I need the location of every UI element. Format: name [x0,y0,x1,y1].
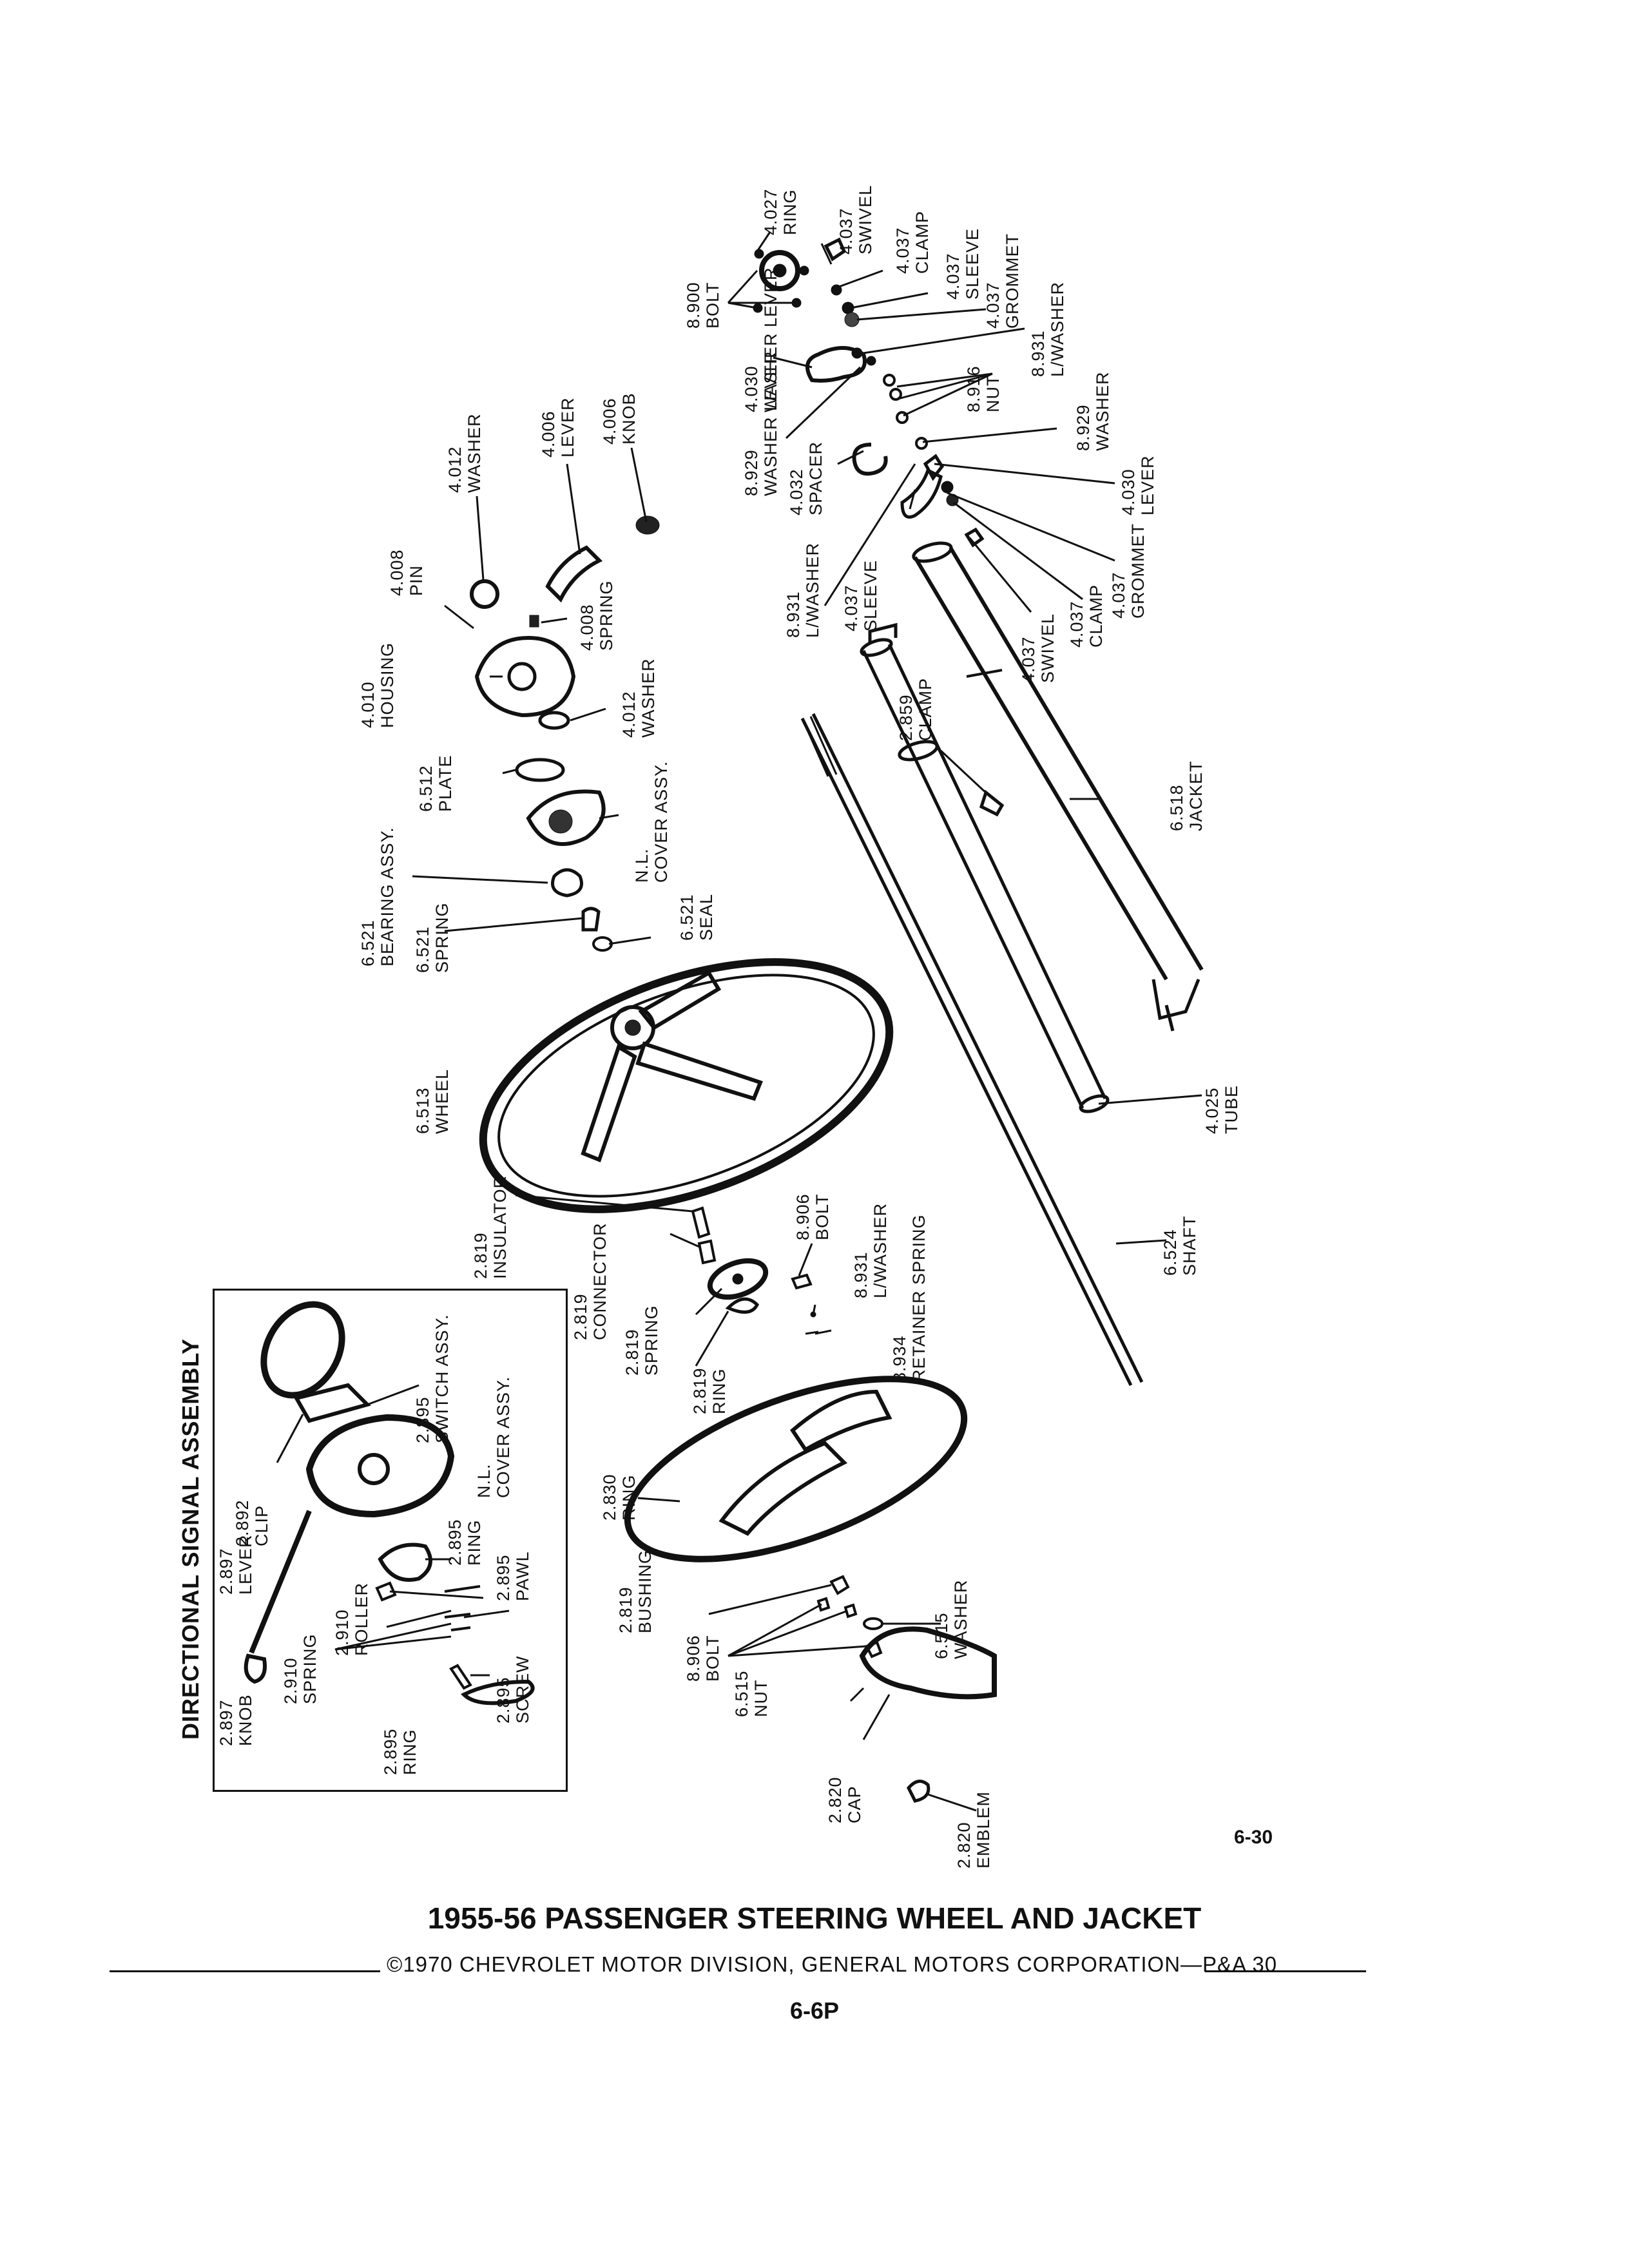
callout-6-512-plate: 6.512PLATE [416,754,455,812]
callout-4-037-clamp: 4.037CLAMP [893,211,932,274]
callout-6-515-nut: 6.515NUT [732,1670,771,1717]
callout-4-037-sleeve: 4.037SLEEVE [943,228,982,300]
callout-8-929-washer: 8.929WASHER [1074,371,1112,451]
horn-ring [624,1376,968,1562]
callout-4-006-lever: 4.006LEVER [539,397,577,457]
horn-cap-parts [816,1575,997,1803]
callout-2-897-knob: 2.897KNOB [217,1694,255,1746]
part-callouts: 4.027RING 4.037SWIVEL 4.037CLAMP 4.037SL… [358,185,1241,1869]
callout-2-895-pawl: 2.895PAWL [494,1551,532,1601]
callout-6-521-seal: 6.521SEAL [677,894,716,941]
steering-jacket [912,541,1204,1032]
copyright-line: ©1970 CHEVROLET MOTOR DIVISION, GENERAL … [110,1952,1366,1984]
callout-4-025-tube: 4.025TUBE [1202,1085,1241,1134]
inner-tube [860,622,1110,1113]
callout-2-819-connector: 2.819CONNECTOR [571,1222,610,1340]
callout-4-030-washer-lever: 4.030WASHER LEVER [742,267,780,412]
callout-4-037-sleeve-mid: 4.037SLEEVE [842,560,880,631]
right-rule [1205,1970,1366,1972]
callout-4-037-grommet-mid: 4.037GROMMET [1109,523,1148,619]
callout-8-900-bolt: 8.900BOLT [684,282,722,329]
callout-4-037-swivel: 4.037SWIVEL [836,185,875,255]
leader-lines [276,231,1202,1812]
column-head-parts [470,515,660,952]
callout-2-819-spring: 2.819SPRING [622,1305,661,1376]
callout-2-859-clamp: 2.859CLAMP [896,678,935,741]
inset-callouts: DIRECTIONAL SIGNAL ASSEMBLY 2.895SWITCH … [177,1314,532,1775]
inset-title: DIRECTIONAL SIGNAL ASSEMBLY [177,1338,204,1740]
callout-2-820-cap: 2.820CAP [825,1776,864,1823]
callout-2-895-screw: 2.895SCREW [494,1656,532,1724]
callout-4-012-washer-bottom: 4.012WASHER [619,658,658,738]
callout-2-895-ring-upper: 2.895RING [445,1519,484,1566]
horn-contact-parts [691,1206,819,1335]
callout-2-819-insulator: 2.819INSULATOR [471,1175,510,1279]
directional-signal-inset-frame [213,1289,568,1792]
callout-6-521-spring: 6.521SPRING [413,902,452,973]
callout-8-931-lwasher: 8.931L/WASHER [1028,282,1067,377]
callout-8-929-washer-lever: 8.929WASHER LEVER [742,351,780,496]
callout-2-820-emblem: 2.820EMBLEM [954,1791,993,1869]
callout-8-906-bolt-upper: 8.906BOLT [793,1193,832,1240]
callout-8-931-lwasher-mid: 8.931L/WASHER [784,543,822,638]
callout-4-012-washer-top: 4.012WASHER [445,413,484,493]
callout-8-931-lwasher-lower: 8.931L/WASHER [851,1203,890,1298]
callout-nl-cover-assy-inset: N.L.COVER ASSY. [474,1376,513,1498]
callout-2-895-switch-assy: 2.895SWITCH ASSY. [413,1314,452,1443]
left-rule [110,1970,380,1972]
callout-4-030-lever: 4.030LEVER [1119,455,1157,515]
part-drawings [244,237,1204,1803]
callout-4-010-housing: 4.010HOUSING [358,642,397,728]
callout-2-830-ring: 2.830RING [600,1474,639,1521]
callout-2-819-bushing: 2.819BUSHING [616,1550,655,1633]
callout-4-037-grommet: 4.037GROMMET [983,233,1022,329]
callout-4-037-swivel-mid: 4.037SWIVEL [1019,613,1057,683]
page-title: 1955-56 PASSENGER STEERING WHEEL AND JAC… [427,1901,1202,1935]
callout-2-819-ring: 2.819RING [690,1367,729,1414]
gearshift-linkage-parts [753,237,985,548]
callout-6-521-bearing-assy: 6.521BEARING ASSY. [358,827,397,966]
callout-8-906-bolt-lower: 8.906BOLT [684,1635,722,1682]
callout-8-934-retainer-spring: 8.934RETAINER SPRING [890,1214,929,1382]
callout-2-895-ring-lower: 2.895RING [381,1728,419,1775]
callout-2-892-clip: 2.892CLIP [233,1499,271,1546]
callout-2-910-spring: 2.910SPRING [281,1633,320,1704]
callout-nl-cover-assy: N.L.COVER ASSY. [632,761,671,883]
page-number: 6-6P [789,1997,840,2024]
callout-4-032-spacer: 4.032SPACER [787,441,825,515]
callout-6-515-washer: 6.515WASHER [932,1579,970,1659]
steering-wheel [479,958,894,1213]
callout-2-897-lever: 2.897LEVER [217,1534,255,1595]
callout-4-008-pin: 4.008PIN [387,549,426,596]
callout-6-513-wheel: 6.513WHEEL [413,1069,452,1134]
callout-4-006-knob: 4.006KNOB [600,392,639,445]
figure-number: 6-30 [1234,1827,1273,1848]
callout-4-037-clamp-mid: 4.037CLAMP [1067,584,1106,648]
callout-2-910-roller: 2.910ROLLER [333,1582,371,1656]
callout-8-916-nut: 8.916NUT [964,365,1003,412]
steering-shaft [800,713,1144,1387]
copyright-text: ©1970 CHEVROLET MOTOR DIVISION, GENERAL … [387,1952,1278,1976]
callout-4-027-ring: 4.027RING [761,188,800,235]
callout-6-524-shaft: 6.524SHAFT [1161,1215,1199,1276]
callout-6-518-jacket: 6.518JACKET [1167,760,1206,831]
callout-4-008-spring: 4.008SPRING [577,580,616,651]
